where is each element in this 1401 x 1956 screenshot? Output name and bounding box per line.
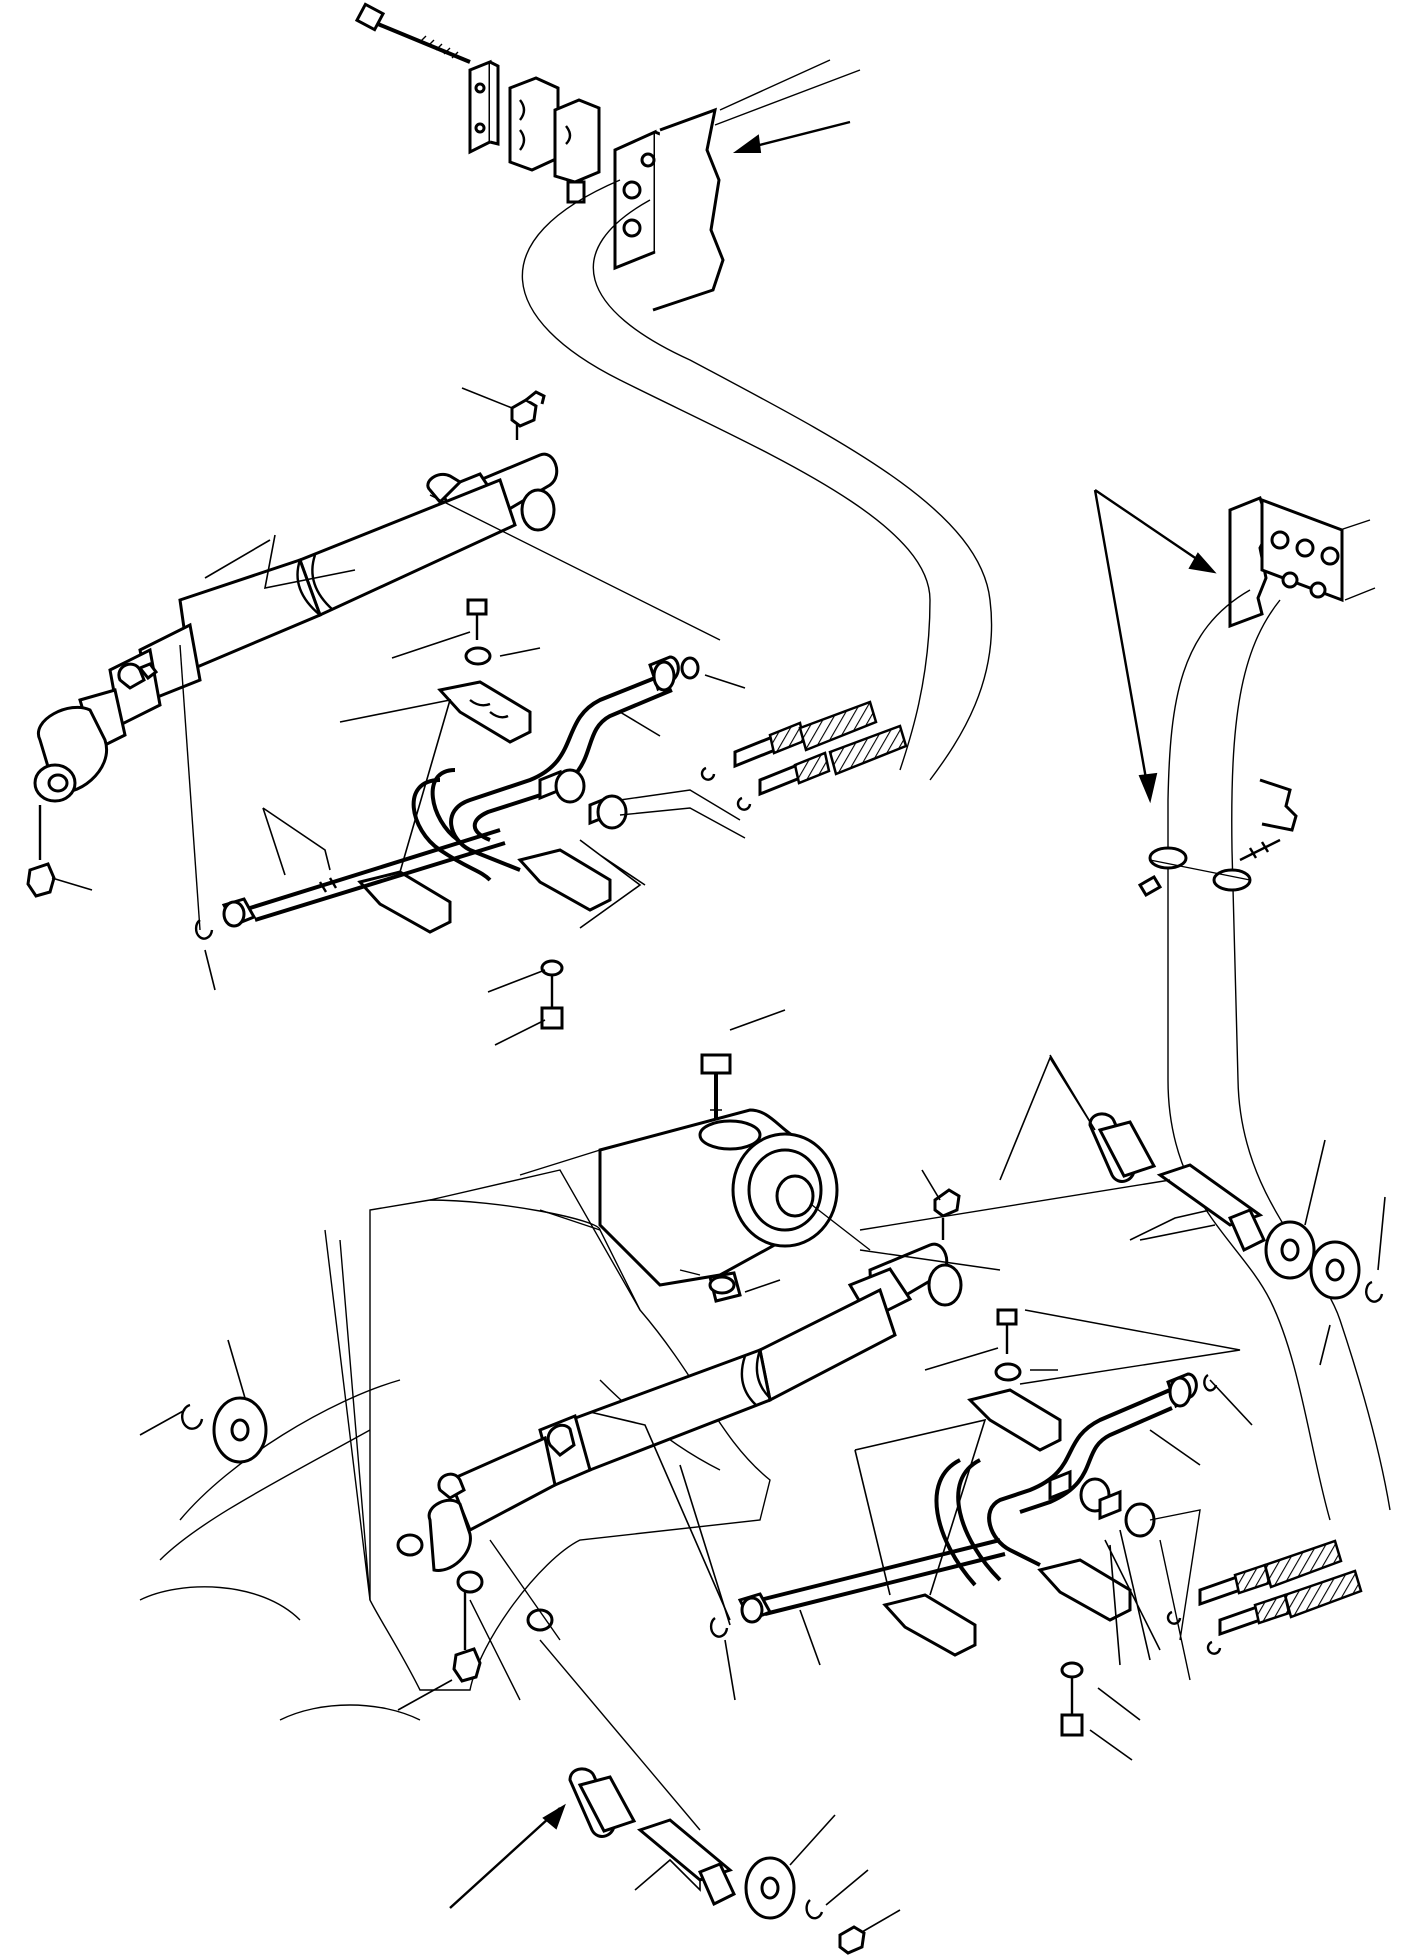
nut-upper-left bbox=[221, 897, 257, 928]
arrow-right-manifold bbox=[1093, 489, 1211, 791]
snap-ring-right bbox=[1365, 1280, 1384, 1303]
top-bolt bbox=[354, 2, 471, 64]
hydraulic-hose-upper bbox=[521, 179, 993, 781]
grease-fitting-upper-top bbox=[510, 390, 546, 440]
lower-hydraulic-cylinder bbox=[427, 1242, 963, 1594]
hose-ends-upper bbox=[700, 700, 908, 811]
snap-ring-lower-left bbox=[709, 1617, 729, 1638]
snap-ring-upper-left bbox=[194, 919, 214, 940]
grease-fitting-lower-top bbox=[933, 1188, 961, 1240]
upper-bolt-b bbox=[540, 959, 564, 1030]
pivot-pin-right bbox=[1156, 1163, 1266, 1253]
leader-upper-2 bbox=[51, 877, 93, 891]
block-fittings-upper bbox=[517, 768, 628, 912]
clamp-half-right bbox=[553, 98, 601, 204]
bushing-right bbox=[1088, 1112, 1157, 1183]
washer-lower bbox=[744, 1856, 796, 1920]
leader-upper-3 bbox=[263, 534, 356, 590]
tube-lower-route bbox=[759, 1388, 1173, 1616]
hose-ends-lower bbox=[1166, 1539, 1363, 1655]
tube-clamp-upper-a bbox=[437, 680, 532, 744]
grease-fitting-upper-bottom bbox=[26, 805, 56, 898]
arrow-bottom-bushing bbox=[449, 1807, 561, 1909]
tube-lower-route-upper bbox=[249, 828, 506, 922]
fitting-upper-c bbox=[648, 655, 700, 692]
pivot-pin-lower bbox=[636, 1818, 736, 1907]
block-fittings-lower bbox=[1037, 1469, 1156, 1622]
bushing-lower bbox=[568, 1767, 637, 1838]
hydraulic-hose-right bbox=[1167, 589, 1391, 1521]
tube-clamp-upper-b bbox=[357, 870, 452, 934]
tube-clamp-lower-a bbox=[967, 1388, 1062, 1452]
tube-clamp-lower-b bbox=[882, 1593, 977, 1657]
grease-fitting-lower-bottom bbox=[452, 1590, 482, 1683]
lower-bolt-b bbox=[1060, 1661, 1084, 1737]
washer-right-a bbox=[1264, 1220, 1316, 1280]
fitting-lower-c bbox=[1166, 1372, 1218, 1409]
washer-left bbox=[212, 1396, 268, 1464]
pivot-housing bbox=[519, 1108, 839, 1287]
leader-upper-1 bbox=[461, 387, 513, 409]
upper-hydraulic-cylinder bbox=[33, 452, 559, 803]
nut-lower bbox=[708, 1271, 742, 1303]
clamp-half-left bbox=[508, 76, 560, 172]
clamp-plate bbox=[468, 59, 500, 155]
washer-right-b bbox=[1309, 1240, 1361, 1300]
lower-bolt-a bbox=[994, 1308, 1022, 1382]
loader-arm-frame bbox=[139, 1169, 771, 1721]
manifold-block-right bbox=[1228, 496, 1376, 629]
snap-ring-left bbox=[181, 1403, 204, 1430]
manifold-block-upper bbox=[613, 107, 725, 312]
nut-lower-left bbox=[737, 1592, 773, 1624]
grease-fitting-bottom bbox=[838, 1925, 866, 1955]
upper-bolt-a bbox=[464, 598, 492, 666]
snap-ring-lower bbox=[805, 1899, 824, 1920]
hose-clamp-right bbox=[1137, 778, 1298, 898]
